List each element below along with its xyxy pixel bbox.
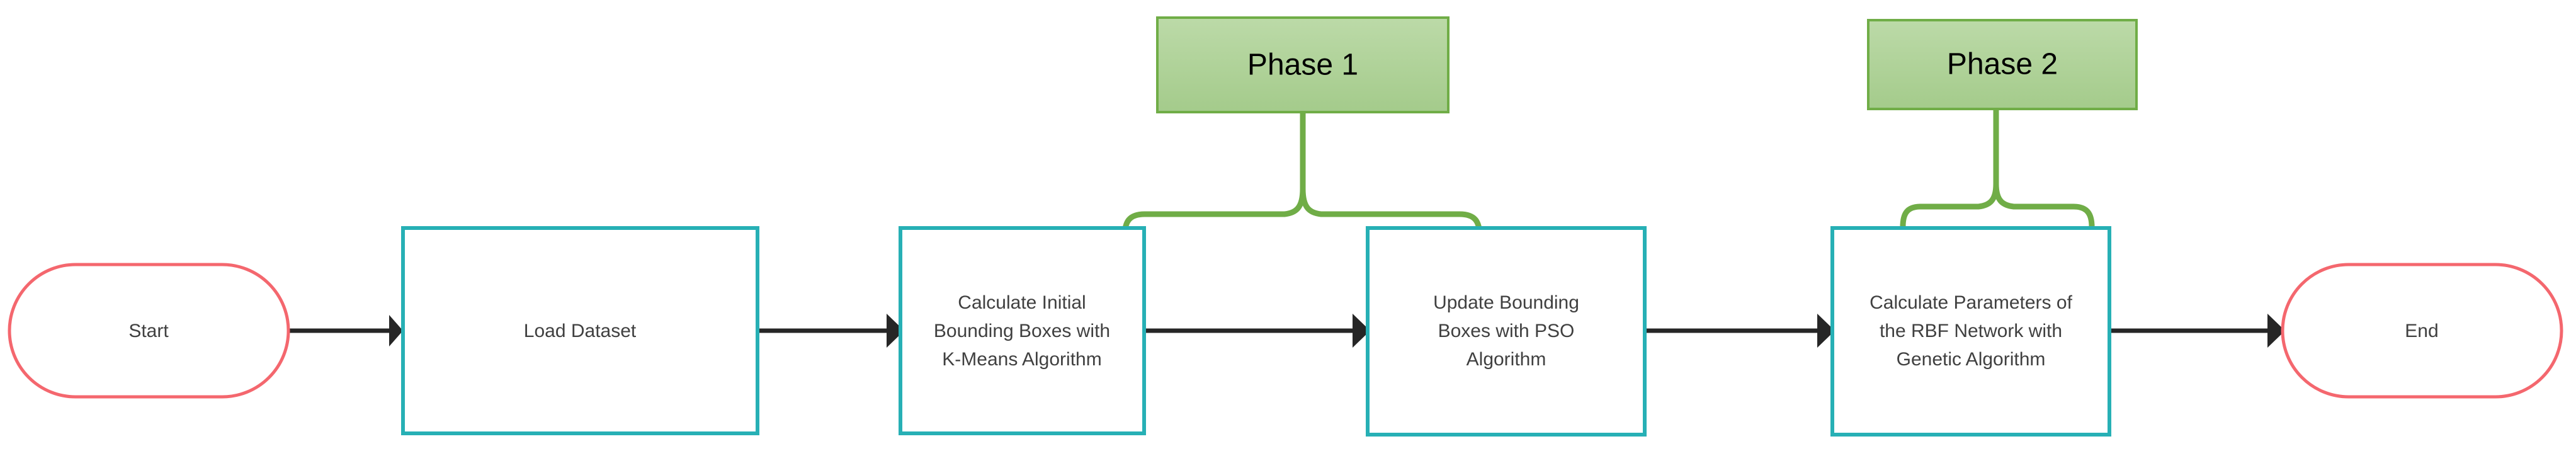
phase-1-box[interactable]: Phase 1 [1156,16,1450,113]
brace-right-half [1300,112,1483,240]
phase-1-shape[interactable] [1156,16,1450,113]
phase-2-shape[interactable] [1867,19,2138,110]
load-dataset-label: Load Dataset [524,321,637,341]
start-shape[interactable] [8,263,290,399]
rbf-ga-label-line-3: Genetic Algorithm [1897,349,2046,370]
end-shape[interactable] [2281,263,2563,399]
kmeans-label-line-3: K-Means Algorithm [942,349,1101,370]
edge-load-kmeans [757,314,904,348]
edge-kmeans-pso [1144,314,1370,348]
brace-left-half [1121,112,1306,240]
edge-rbf-end [2109,314,2285,348]
arrow-head-icon [2267,314,2285,348]
node-kmeans[interactable]: Calculate Initial Bounding Boxes with K-… [899,226,1146,435]
phase-2-brace [1900,109,2095,230]
node-load-dataset[interactable]: Load Dataset [401,226,759,435]
edge-pso-rbf [1645,314,1835,348]
phase-2-label: Phase 2 [1947,48,2058,81]
node-pso[interactable]: Update Bounding Boxes with PSO Algorithm [1366,226,1647,437]
kmeans-shape[interactable] [899,226,1146,435]
pso-label-line-1: Update Bounding [1433,292,1579,313]
arrow-head-icon [1817,314,1835,348]
rbf-ga-label-line-1: Calculate Parameters of [1870,292,2072,313]
end-label: End [2405,321,2438,341]
phase-1-label: Phase 1 [1247,49,1358,82]
phase-1-brace [1121,112,1483,240]
rbf-ga-label-line-2: the RBF Network with [1880,321,2062,341]
kmeans-label-line-1: Calculate Initial [958,292,1086,313]
brace-right-half [1993,109,2095,230]
arrow-head-icon [1353,314,1370,348]
node-end[interactable]: End [2281,263,2563,399]
edge-start-load [288,315,403,346]
node-rbf-ga[interactable]: Calculate Parameters of the RBF Network … [1830,226,2111,437]
rbf-ga-shape[interactable] [1830,226,2111,437]
pso-shape[interactable] [1366,226,1647,437]
pso-label-line-3: Algorithm [1467,349,1546,370]
kmeans-label-line-2: Bounding Boxes with [934,321,1110,341]
node-start[interactable]: Start [8,263,290,399]
pso-label-line-2: Boxes with PSO [1438,321,1575,341]
start-label: Start [128,321,169,341]
load-dataset-shape[interactable] [401,226,759,435]
arrow-head-icon [389,315,403,346]
brace-left-half [1900,109,1999,230]
arrow-head-icon [887,314,904,348]
phase-2-box[interactable]: Phase 2 [1867,19,2138,110]
